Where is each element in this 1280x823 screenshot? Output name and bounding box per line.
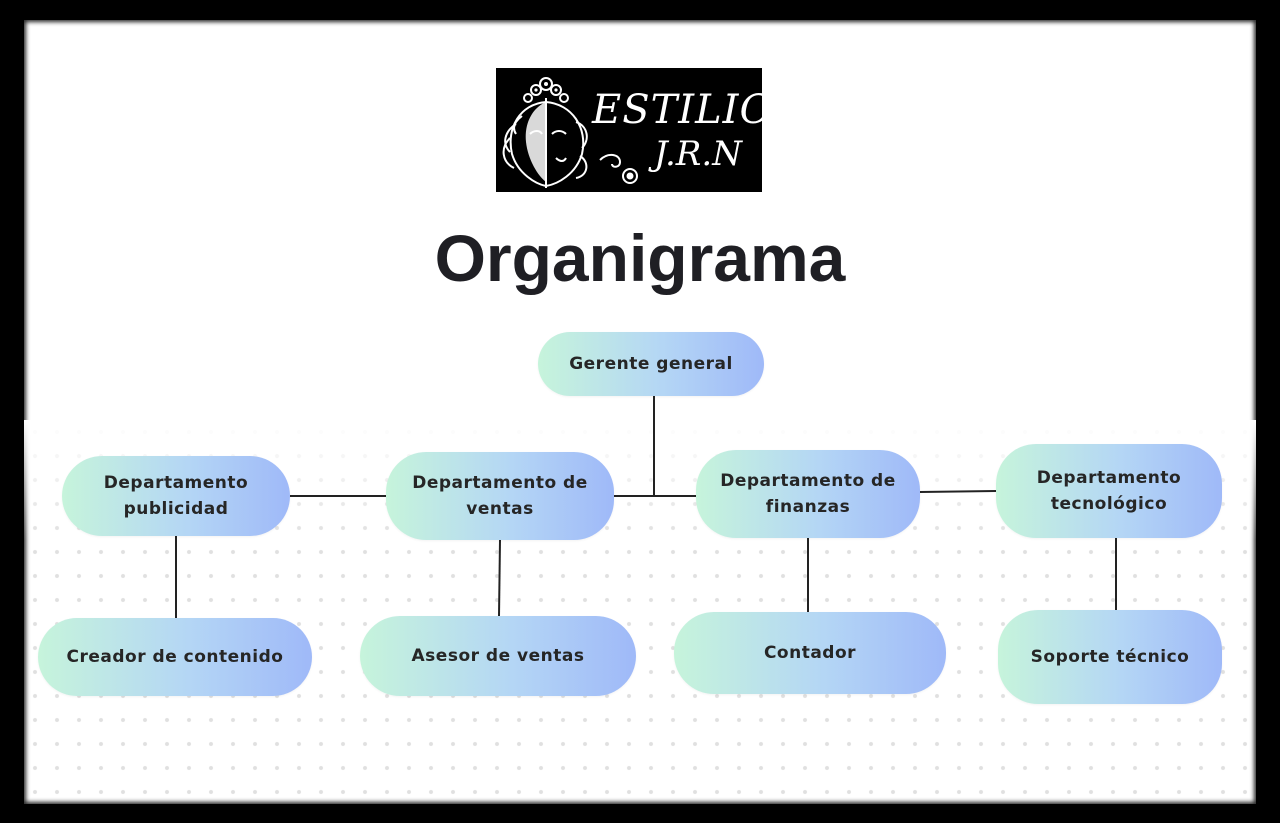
org-connectors: [175, 396, 1117, 618]
logo-text-estilion: ESTILION: [592, 87, 810, 133]
node-contador: Contador: [674, 612, 946, 694]
node-departamento-tecnologico: Departamento tecnológico: [996, 444, 1222, 538]
node-creador-de-contenido: Creador de contenido: [38, 618, 312, 696]
page-title: Organigrama: [434, 221, 846, 295]
connector-finanzas-tecnologico: [919, 490, 997, 493]
connector-ventas-asesor: [498, 539, 501, 617]
node-asesor-de-ventas: Asesor de ventas: [360, 616, 636, 696]
estilion-logo: ESTILION J.R.N: [496, 68, 808, 192]
node-soporte-tecnico: Soporte técnico: [998, 610, 1222, 704]
node-departamento-ventas: Departamento de ventas: [386, 452, 614, 540]
node-gerente-general: Gerente general: [538, 332, 764, 396]
logo-face-icon: [502, 77, 638, 188]
logo-text-jrn: J.R.N: [654, 134, 742, 174]
diagram-canvas: ESTILION J.R.N Organigrama Gerente gener…: [24, 20, 1256, 804]
node-departamento-finanzas: Departamento de finanzas: [696, 450, 920, 538]
node-departamento-publicidad: Departamento publicidad: [62, 456, 290, 536]
